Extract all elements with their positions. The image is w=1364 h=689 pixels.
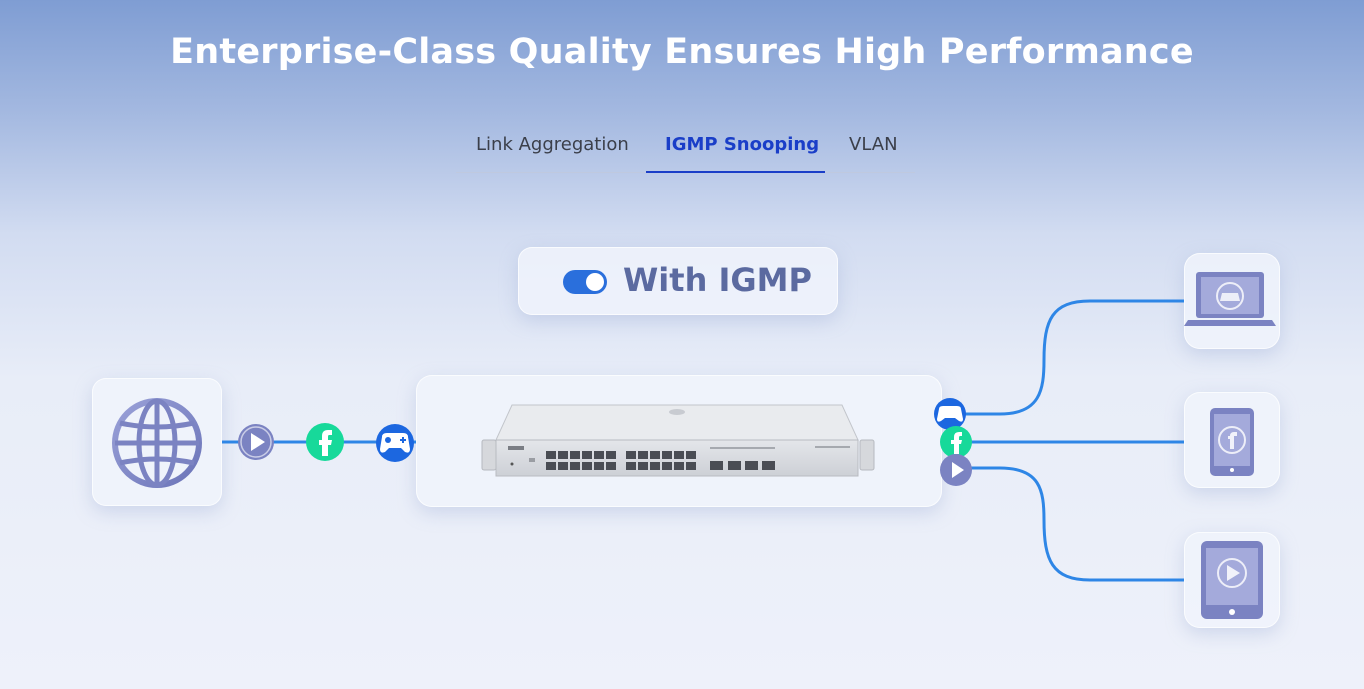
- igmp-toggle-switch[interactable]: [563, 270, 607, 294]
- facebook-icon: [306, 423, 344, 461]
- gamepad-icon: [934, 398, 966, 430]
- network-switch: [481, 404, 875, 477]
- igmp-toggle-card: With IGMP: [518, 247, 838, 315]
- active-tab-indicator: [646, 171, 825, 173]
- tab-bar: Link Aggregation IGMP Snooping VLAN: [456, 118, 915, 173]
- facebook-icon: [940, 426, 972, 458]
- toggle-knob: [586, 273, 604, 291]
- igmp-toggle-label: With IGMP: [623, 261, 812, 299]
- laptop-gamepad-icon: [1184, 272, 1276, 326]
- phone-facebook-icon: [1210, 408, 1254, 476]
- play-icon: [238, 424, 274, 460]
- gamepad-icon: [376, 424, 414, 462]
- globe-icon: [112, 398, 202, 488]
- tab-vlan[interactable]: VLAN: [849, 134, 898, 155]
- tablet-play-icon: [1201, 541, 1263, 619]
- page-title: Enterprise-Class Quality Ensures High Pe…: [170, 32, 1194, 72]
- tab-link-aggregation[interactable]: Link Aggregation: [476, 134, 629, 155]
- tab-igmp-snooping[interactable]: IGMP Snooping: [665, 134, 820, 155]
- play-icon: [940, 454, 972, 486]
- switch-ports: [546, 451, 775, 470]
